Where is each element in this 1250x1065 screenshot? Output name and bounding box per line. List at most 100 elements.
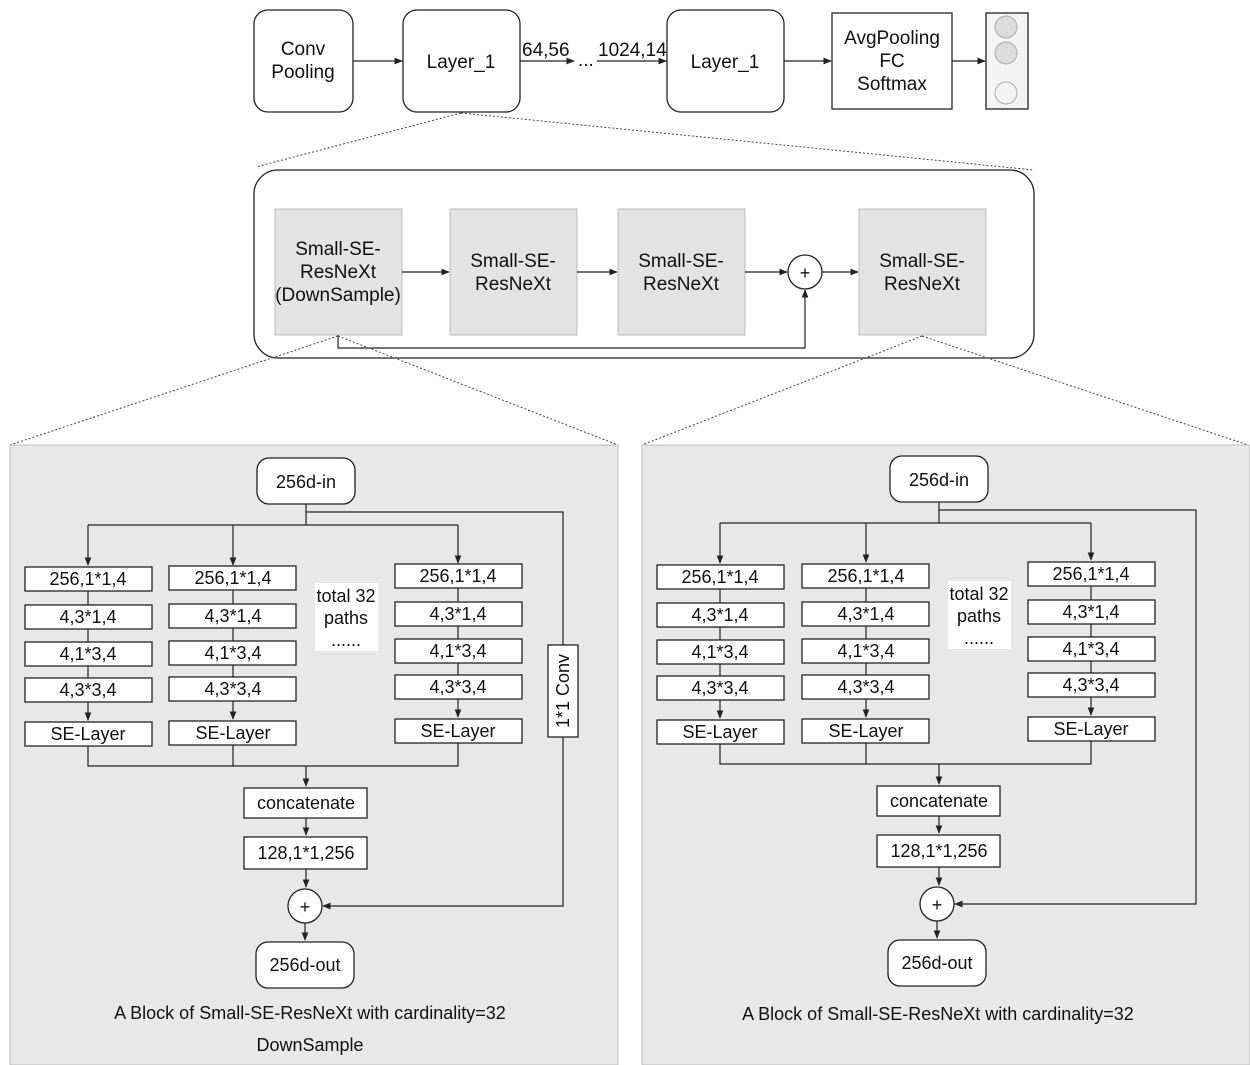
layer-label: 4,3*1,4 <box>204 606 261 626</box>
conv-3x3-layer <box>168 676 297 702</box>
projection-label: 128,1*1,256 <box>257 843 354 863</box>
layer-label: SE-Layer <box>195 723 270 743</box>
shortcut-return-arrow <box>322 737 564 910</box>
total-paths-note <box>948 581 1011 649</box>
output-node <box>887 939 987 987</box>
conv-1x1-layer <box>656 564 785 590</box>
layer-label: 4,1*3,4 <box>837 641 894 661</box>
layer-label: 4,1*3,4 <box>429 641 486 661</box>
layer-label: SE-Layer <box>1053 719 1128 739</box>
layer-expansion: Small-SE- ResNeXt (DownSample) Small-SE-… <box>253 169 1035 359</box>
layer-label: 4,3*1,4 <box>59 607 116 627</box>
standard-block-detail: 256d-in 256,1*1,4 4,3*1,4 4,1*3,4 4,3*3,… <box>641 444 1250 1065</box>
caption-left: A Block of Small-SE-ResNeXt with cardina… <box>114 1003 506 1023</box>
layer-label: 256,1*1,4 <box>681 567 758 587</box>
conv-1x3-layer <box>801 638 930 664</box>
conv-1x3-layer <box>656 639 785 665</box>
layer-label: 4,3*1,4 <box>691 605 748 625</box>
zoom-line <box>255 112 462 168</box>
total-paths-note <box>315 583 378 651</box>
conv-pooling-box <box>253 9 354 113</box>
add-symbol: + <box>932 895 943 915</box>
output-node-icon <box>994 41 1018 65</box>
layer-label: 256,1*1,4 <box>419 566 496 586</box>
output-node-icon <box>994 15 1018 39</box>
layer-label: 256,1*1,4 <box>49 569 126 589</box>
small-se-resnext-block <box>617 208 746 336</box>
projection-label: 128,1*1,256 <box>890 841 987 861</box>
shortcut-conv-label: 1*1 Conv <box>553 654 573 728</box>
small-se-resnext-block <box>858 208 987 336</box>
merge-bus <box>87 743 459 767</box>
downsample-block-detail: 256d-in 256,1*1,4 4,3*1,4 4,1*3,4 4,3*3,… <box>9 444 619 1065</box>
add-symbol: + <box>300 897 311 917</box>
block-label-line: Small-SE- <box>879 251 965 272</box>
dim-label-right: 1024,14 <box>598 40 667 61</box>
block-label-line: ResNeXt <box>475 274 552 295</box>
input-label: 256d-in <box>276 472 336 492</box>
layer-label: 4,3*1,4 <box>429 604 486 624</box>
layer-label: 4,3*3,4 <box>59 680 116 700</box>
block-label-line: Small-SE- <box>470 251 556 272</box>
layer-label: 256,1*1,4 <box>827 566 904 586</box>
total-paths-label: total 32 <box>949 584 1008 604</box>
concatenate-label: concatenate <box>257 793 355 813</box>
caption-right: A Block of Small-SE-ResNeXt with cardina… <box>742 1004 1134 1024</box>
total-paths-label: total 32 <box>316 586 375 606</box>
se-layer <box>801 718 930 744</box>
input-label: 256d-in <box>909 470 969 490</box>
total-paths-label: ...... <box>964 628 994 648</box>
merge-bus <box>719 741 1092 765</box>
concatenate-label: concatenate <box>890 791 988 811</box>
concatenate-layer <box>876 785 1001 817</box>
softmax-label: Softmax <box>857 74 927 95</box>
shortcut-line <box>306 511 564 645</box>
concatenate-layer <box>243 787 368 819</box>
layer-label: SE-Layer <box>50 724 125 744</box>
block-label-line: (DownSample) <box>275 285 401 306</box>
layer-1-label-a: Layer_1 <box>427 52 496 73</box>
layer-label: 4,1*3,4 <box>204 643 261 663</box>
conv-1x1-layer <box>1027 561 1156 587</box>
se-layer <box>168 720 297 746</box>
conv-3x3-layer <box>1027 672 1156 698</box>
output-label: 256d-out <box>269 955 340 975</box>
se-layer <box>24 721 153 747</box>
add-symbol: + <box>800 263 811 283</box>
fc-label: FC <box>879 51 904 72</box>
conv-1x1-layer <box>24 566 153 592</box>
zoom-line <box>460 112 1035 171</box>
conv-3x1-layer <box>394 601 523 627</box>
conv-1x3-layer <box>394 638 523 664</box>
block-label-line: ResNeXt <box>300 262 377 283</box>
dim-label-left: 64,56 <box>522 40 570 61</box>
block-label-line: Small-SE- <box>638 251 724 272</box>
layer-label: 4,1*3,4 <box>59 644 116 664</box>
block-label-line: ResNeXt <box>643 274 720 295</box>
layer-label: 4,3*1,4 <box>837 604 894 624</box>
layer-label: 4,3*1,4 <box>1062 602 1119 622</box>
layer-label: 256,1*1,4 <box>1052 564 1129 584</box>
layer-label: 4,3*3,4 <box>204 679 261 699</box>
output-node <box>255 941 355 989</box>
layer-label: SE-Layer <box>828 721 903 741</box>
layer-label: 4,3*3,4 <box>691 678 748 698</box>
zoom-line <box>921 335 1249 446</box>
conv-1x1-layer <box>168 565 297 591</box>
shortcut-conv-layer <box>547 644 579 738</box>
small-se-resnext-block <box>449 208 578 336</box>
layer-label: 4,3*3,4 <box>429 677 486 697</box>
conv-3x1-layer <box>1027 599 1156 625</box>
layer-label: 4,1*3,4 <box>1062 639 1119 659</box>
conv-3x3-layer <box>656 675 785 701</box>
layer-label: 4,3*3,4 <box>837 677 894 697</box>
conv-1x1-layer <box>394 563 523 589</box>
layer-label: SE-Layer <box>682 722 757 742</box>
avgpooling-label: AvgPooling <box>844 28 940 49</box>
output-label: 256d-out <box>901 953 972 973</box>
layer-label: 4,1*3,4 <box>691 642 748 662</box>
conv-3x1-layer <box>656 602 785 628</box>
top-row: Conv Pooling Layer_1 64,56 ... 1024,14 L… <box>253 9 1029 113</box>
conv-1x3-layer <box>1027 636 1156 662</box>
block-label-line: Small-SE- <box>295 239 381 260</box>
